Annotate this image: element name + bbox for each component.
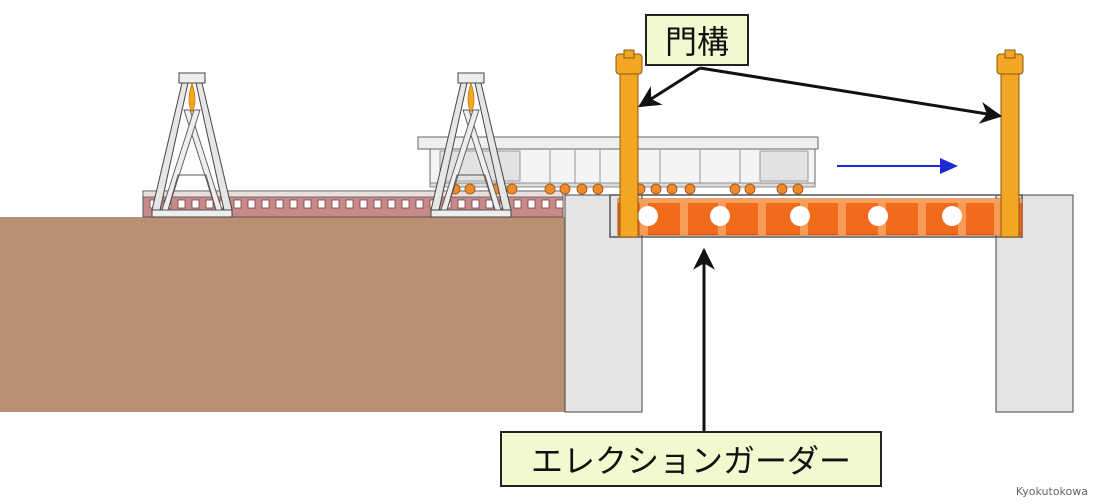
roller <box>729 183 741 195</box>
girder-stiffener <box>994 203 1002 235</box>
roller <box>650 183 662 195</box>
roller <box>544 183 556 195</box>
girder-hole <box>790 206 810 226</box>
track-slot <box>289 199 298 209</box>
track-slot <box>205 199 214 209</box>
roller <box>506 183 518 195</box>
roller <box>576 183 588 195</box>
girder-hole <box>942 206 962 226</box>
roller <box>559 183 571 195</box>
track-slot <box>261 199 270 209</box>
track-slot <box>191 199 200 209</box>
girder-hole <box>868 206 888 226</box>
girder-stiffener <box>958 203 966 235</box>
track-slot <box>275 199 284 209</box>
credit-text: Kyokutokowa <box>1015 485 1088 498</box>
track-slot <box>527 199 536 209</box>
track-slot <box>541 199 550 209</box>
girder-hole <box>710 206 730 226</box>
roller <box>792 183 804 195</box>
erection-girder <box>609 194 1023 238</box>
callout-arrows <box>638 66 1003 431</box>
track-slot <box>373 199 382 209</box>
arrow-right-icon <box>837 158 958 174</box>
track-slot <box>345 199 354 209</box>
track-slot <box>415 199 424 209</box>
track-slot <box>359 199 368 209</box>
girder-stiffener <box>838 203 846 235</box>
girder-stiffener <box>680 203 688 235</box>
track-slot <box>303 199 312 209</box>
track-slot <box>233 199 242 209</box>
roller <box>464 183 476 195</box>
track-slot <box>513 199 522 209</box>
track-slot <box>457 199 466 209</box>
girder-stiffener <box>918 203 926 235</box>
track-slot <box>247 199 256 209</box>
roller <box>592 183 604 195</box>
track-slot <box>387 199 396 209</box>
gate-frame-label: 門構 <box>645 14 749 66</box>
girder-hole <box>638 206 658 226</box>
roller <box>744 183 756 195</box>
track-slot <box>317 199 326 209</box>
girder-stiffener <box>758 203 766 235</box>
gate-frame-right <box>996 49 1024 238</box>
track-slot <box>401 199 410 209</box>
roller <box>684 183 696 195</box>
ground <box>0 217 565 412</box>
track-slot <box>555 199 564 209</box>
track-slot <box>177 199 186 209</box>
track-slot <box>331 199 340 209</box>
roller <box>666 183 678 195</box>
gate-frame-left <box>615 49 643 238</box>
erection-girder-label: エレクションガーダー <box>500 431 882 487</box>
roller <box>776 183 788 195</box>
track-slot <box>471 199 480 209</box>
